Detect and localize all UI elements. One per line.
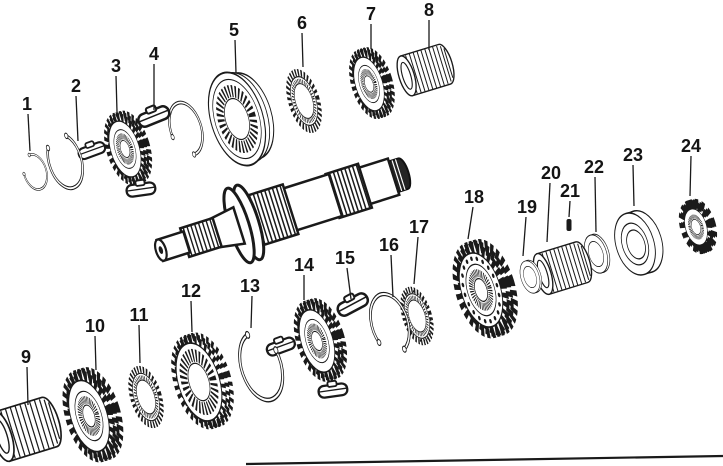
part-15-synchro-key: [332, 286, 372, 320]
callout-9-needle-bearing: 9: [21, 347, 31, 406]
callout-4-synchro-key: 4: [149, 44, 159, 110]
leader-line: [190, 300, 193, 333]
part-number: 9: [21, 347, 31, 367]
part-number: 14: [294, 255, 314, 275]
leader-line: [27, 113, 31, 152]
part-number: 6: [297, 13, 307, 33]
part-10-gear: [57, 367, 129, 462]
callout-15-synchro-key: 15: [335, 248, 355, 300]
callout-13-snap-ring: 13: [240, 276, 260, 329]
callout-12-synchro-hub: 12: [181, 281, 201, 333]
callout-2-snap-ring: 2: [71, 76, 81, 142]
mainshaft: [153, 157, 412, 265]
part-number: 23: [623, 145, 643, 165]
part-number: 5: [229, 20, 239, 40]
part-12-synchro-hub: [164, 330, 241, 431]
part-number: 4: [149, 44, 159, 64]
leader-line: [522, 216, 527, 257]
callout-14-gear: 14: [294, 255, 314, 300]
leader-line: [467, 206, 474, 240]
callout-11-blocker-ring: 11: [129, 305, 149, 364]
callout-22-washer: 22: [584, 157, 604, 233]
callout-21-pin: 21: [560, 181, 580, 218]
leader-line: [689, 155, 692, 197]
part-number: 17: [409, 217, 429, 237]
part-number: 13: [240, 276, 260, 296]
leader-line: [138, 324, 141, 364]
part-number: 15: [335, 248, 355, 268]
leader-line: [632, 164, 635, 207]
part-6-blocker-ring: [282, 69, 326, 134]
callout-23-ball-bearing: 23: [623, 145, 643, 207]
part-number: 20: [541, 163, 561, 183]
part-number: 12: [181, 281, 201, 301]
callout-20-needle-bearing: 20: [541, 163, 561, 243]
part-11-blocker-ring: [124, 365, 167, 428]
part-8-needle-bearing: [392, 41, 459, 99]
callout-19-washer: 19: [517, 197, 537, 257]
part-number: 21: [560, 181, 580, 201]
part-number: 1: [22, 94, 32, 114]
part-number: 19: [517, 197, 537, 217]
part-number: 7: [366, 4, 376, 24]
callout-7-gear: 7: [366, 4, 376, 49]
callout-17-blocker-ring: 17: [409, 217, 429, 285]
part-21-pin: [566, 219, 572, 231]
leader-line: [75, 95, 79, 142]
part-1-snap-ring: [19, 147, 53, 198]
leader-line: [250, 295, 253, 329]
leader-line: [115, 75, 118, 113]
part-number: 24: [681, 136, 701, 156]
callout-6-blocker-ring: 6: [297, 13, 307, 68]
callout-24-gear: 24: [681, 136, 701, 197]
part-5-synchro-sleeve: [198, 63, 284, 173]
leader-line: [26, 366, 29, 406]
leader-line: [546, 182, 551, 243]
part-number: 10: [85, 316, 105, 336]
part-7-gear: [345, 47, 399, 119]
part-9-needle-bearing: [0, 393, 67, 465]
leader-line: [346, 267, 352, 300]
leader-line: [413, 236, 419, 285]
callout-16-snap-ring: 16: [379, 235, 399, 298]
leader-line: [390, 254, 394, 298]
part-2-snap-ring: [39, 128, 92, 197]
leader-line: [301, 32, 304, 68]
part-17-blocker-ring: [397, 286, 438, 345]
part-number: 22: [584, 157, 604, 177]
callout-10-gear: 10: [85, 316, 105, 371]
synchro-key-lower-lower: [316, 378, 350, 400]
bottom-rule: [245, 454, 723, 466]
part-number: 11: [129, 305, 148, 325]
part-number: 18: [464, 187, 484, 207]
leader-line: [234, 39, 237, 74]
part-23-ball-bearing: [606, 205, 671, 281]
callout-5-synchro-sleeve: 5: [229, 20, 239, 74]
part-24-gear: [677, 200, 719, 252]
callout-8-needle-bearing: 8: [424, 0, 434, 50]
callout-18-gear: 18: [464, 187, 484, 240]
part-number: 2: [71, 76, 81, 96]
part-18-gear: [447, 239, 524, 339]
synchro-key-left-lower: [262, 331, 298, 359]
callout-3-gear: 3: [111, 56, 121, 113]
snap-ring-unlabeled: [163, 90, 209, 166]
part-number: 3: [111, 56, 121, 76]
part-number: 8: [424, 0, 434, 20]
leader-line: [94, 335, 97, 371]
leader-line: [568, 200, 571, 218]
part-number: 16: [379, 235, 399, 255]
leader-line: [594, 176, 597, 233]
callout-1-snap-ring: 1: [22, 94, 32, 152]
